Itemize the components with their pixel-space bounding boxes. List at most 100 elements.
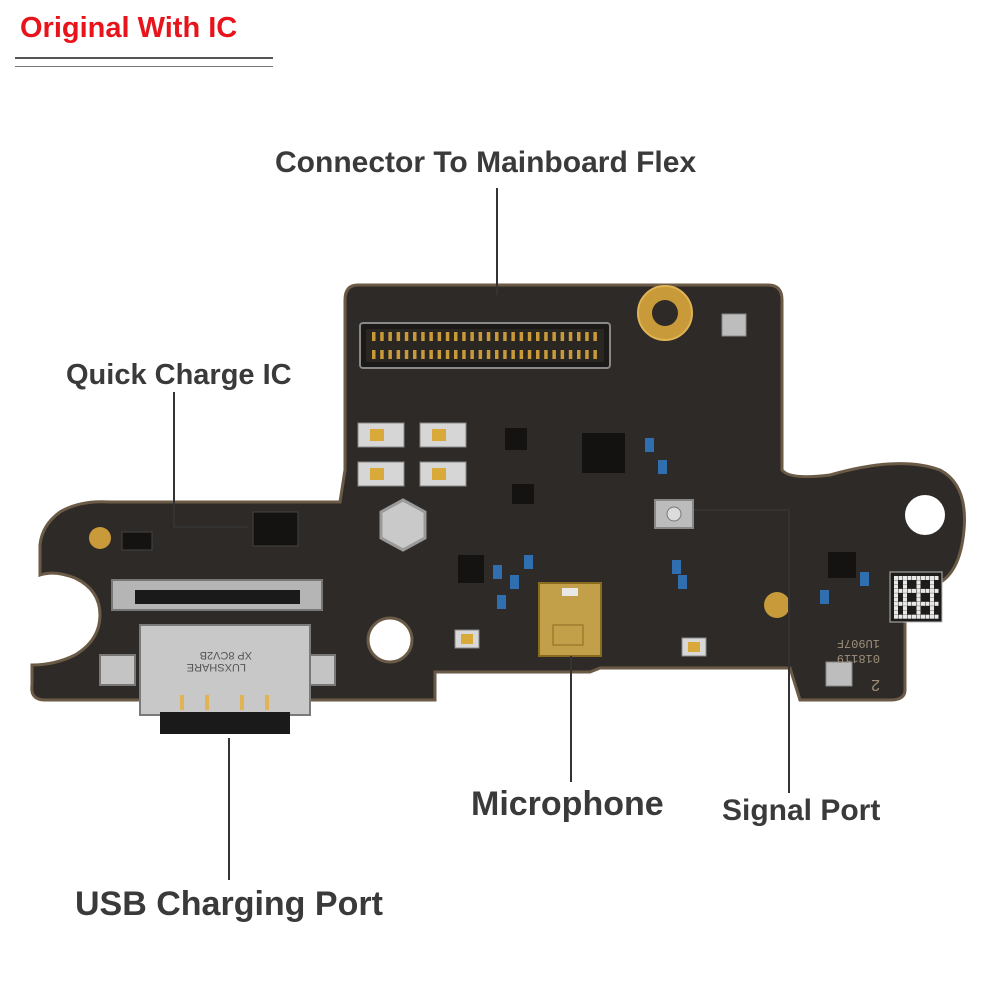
connector-pins (372, 332, 597, 359)
connector-pin (445, 332, 450, 341)
datamatrix-cell (903, 614, 907, 619)
datamatrix-cell (934, 576, 939, 580)
connector-pin (413, 332, 417, 341)
connector-pin (388, 332, 392, 341)
datamatrix-cell (898, 588, 903, 593)
blue-capacitor (510, 575, 519, 589)
small-chip-mid-2 (505, 428, 527, 450)
datamatrix-cell (903, 606, 907, 611)
connector-pin (372, 332, 376, 341)
connector-pin (404, 350, 409, 359)
datamatrix-cell (916, 580, 921, 585)
connector-pin (536, 350, 540, 359)
connector-pin (560, 350, 565, 359)
connector-pin (404, 332, 409, 341)
led-die (432, 429, 446, 441)
connector-pin (478, 332, 483, 341)
blue-capacitor (678, 575, 687, 589)
label-microphone: Microphone (471, 785, 664, 823)
connector-pin (454, 350, 458, 359)
datamatrix-cell (898, 614, 903, 619)
datamatrix-cell (894, 610, 898, 615)
datamatrix-cell (916, 597, 921, 602)
datamatrix-cell (903, 610, 907, 615)
datamatrix-cell (916, 588, 921, 593)
signal-port-connector (654, 499, 694, 529)
board-to-board-connector (359, 322, 611, 369)
connector-pin (454, 332, 458, 341)
connector-pin (380, 350, 384, 359)
blue-capacitors (493, 438, 869, 609)
small-chip-mid-3 (512, 484, 534, 504)
connector-pin (495, 332, 499, 341)
connector-pin (388, 350, 392, 359)
connector-pin (511, 332, 515, 341)
connector-pin (437, 332, 442, 341)
shield-pad-top-right (721, 313, 747, 337)
led-die (370, 429, 384, 441)
datamatrix-cell (930, 610, 934, 615)
datamatrix-cell (903, 601, 907, 606)
connector-pin (462, 332, 466, 341)
board-code-1: 1U907F (837, 636, 880, 650)
datamatrix-cell (894, 584, 898, 589)
datamatrix-cell (934, 614, 939, 619)
datamatrix-cell (903, 593, 907, 598)
datamatrix-cell (907, 614, 912, 619)
datamatrix-cell (930, 584, 934, 589)
datamatrix-cell (930, 593, 934, 598)
datamatrix-cell (934, 601, 939, 606)
label-connector: Connector To Mainboard Flex (275, 146, 697, 179)
datamatrix-cell (903, 576, 907, 580)
connector-pin (445, 350, 450, 359)
datamatrix-cell (903, 597, 907, 602)
datamatrix-cell (912, 588, 916, 593)
connector-pin (519, 332, 524, 341)
blue-capacitor (820, 590, 829, 604)
datamatrix-cell (898, 601, 903, 606)
connector-pin (470, 332, 474, 341)
datamatrix-cell (894, 597, 898, 602)
connector-pin (585, 332, 589, 341)
datamatrix-cell (921, 614, 925, 619)
connector-pin (462, 350, 466, 359)
connector-pin (585, 350, 589, 359)
board-number: 2 (871, 676, 880, 693)
datamatrix-cell (930, 580, 934, 585)
datamatrix-cell (934, 588, 939, 593)
datamatrix-cell (903, 588, 907, 593)
blue-capacitor (658, 460, 667, 474)
gold-mounting-ring-left (89, 527, 111, 549)
blue-capacitor (860, 572, 869, 586)
connector-pin (421, 332, 425, 341)
connector-pin (536, 332, 540, 341)
connector-pin (486, 350, 491, 359)
label-usb-port: USB Charging Port (75, 885, 383, 923)
datamatrix-cell (903, 584, 907, 589)
led-die (432, 468, 446, 480)
datamatrix-cell (907, 576, 912, 580)
original-with-ic-badge: Original With IC (20, 12, 238, 44)
connector-pin (396, 350, 401, 359)
datamatrix-cell (930, 597, 934, 602)
small-chip (121, 531, 153, 551)
small-chip-mid (458, 555, 484, 583)
connector-pin (552, 332, 556, 341)
datamatrix-cell (930, 601, 934, 606)
connector-pin (544, 332, 548, 341)
connector-pin (560, 332, 565, 341)
connector-pin (593, 350, 597, 359)
board-code-2: 018119 (837, 651, 880, 665)
connector-pin (527, 332, 532, 341)
label-quick-charge: Quick Charge IC (66, 359, 292, 391)
connector-pin (470, 350, 474, 359)
connector-pin (478, 350, 483, 359)
datamatrix-cell (894, 606, 898, 611)
connector-pin (486, 332, 491, 341)
datamatrix-cell (925, 614, 930, 619)
connector-pin (593, 332, 597, 341)
label-signal-port: Signal Port (722, 794, 881, 827)
datamatrix-cell (916, 610, 921, 615)
datamatrix-cell (925, 588, 930, 593)
